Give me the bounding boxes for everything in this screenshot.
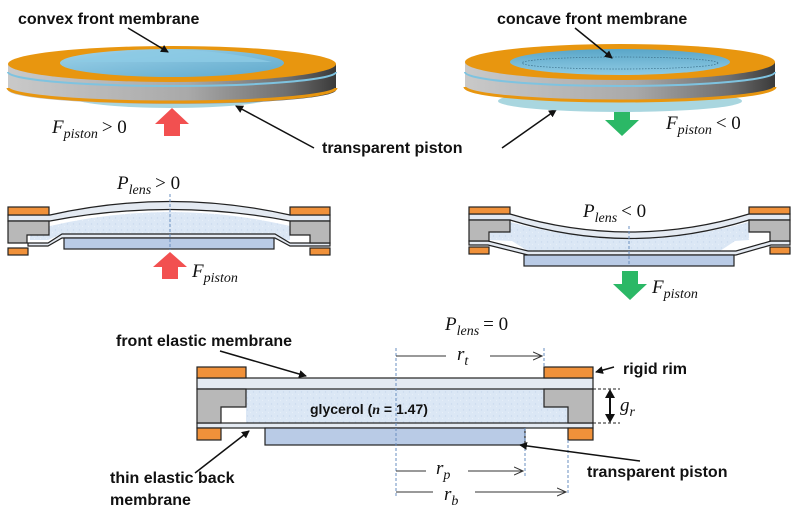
arrow-down-icon [613,271,647,300]
pointer-arrow [595,366,615,374]
dimension-guides [395,348,569,498]
pointer-arrow [235,105,315,149]
rim-top-left [7,206,50,216]
pointer-arrow [501,109,557,149]
svg-text:Plens> 0: Plens> 0 [116,173,180,198]
pointer-arrow [194,430,250,474]
dim-rb-label: rb [444,484,458,509]
transparent-piston-label-bottom: transparent piston [587,464,727,481]
back-membrane-label-line1: thin elastic back [110,470,235,487]
rigid-rim-label: rigid rim [623,361,687,378]
spacer-right [748,219,791,242]
pointer-arrow [127,27,169,53]
back-membrane-label-line2: membrane [110,492,191,509]
rim-top-left [196,366,247,379]
rim-bottom-right [567,427,594,441]
force-label-concave-section: Fpiston [651,277,698,302]
svg-text:Fpiston< 0: Fpiston< 0 [665,113,741,138]
back-membrane [468,240,791,256]
rim-bottom-left [468,246,490,255]
concave-3d-lens [463,44,777,112]
rim-top-right [748,206,791,215]
dim-gr-label: gr [620,395,636,420]
rim-bottom-left [7,247,29,256]
svg-text:Plens< 0: Plens< 0 [582,201,646,226]
rim-top-left [468,206,511,215]
spacer-left [196,388,247,424]
dim-gr [593,388,620,424]
pressure-label-concave: Plens< 0 [582,201,646,226]
arrow-up-icon [155,108,189,136]
spacer-right [289,220,331,244]
rim-bottom-right [309,247,331,256]
back-membrane [27,233,331,247]
rim-top-right [289,206,331,216]
spacer-left [468,219,511,242]
spacer-left [7,220,50,244]
rim-bottom-right [769,246,791,255]
concave-front-membrane-label: concave front membrane [497,11,687,28]
glycerol-label: glycerol (n = 1.47) [310,401,428,418]
pressure-label-convex: Plens> 0 [116,173,180,198]
pressure-label-flat: Plens= 0 [444,314,508,339]
piston [264,427,526,446]
pointer-arrow [574,27,613,59]
svg-text:Fpiston> 0: Fpiston> 0 [51,117,127,142]
pointer-arrow [219,350,307,378]
rim-bottom-left [196,427,222,441]
piston [63,237,275,250]
dim-rt-label: rt [457,344,469,369]
flat-cross-section [196,366,594,446]
back-membrane [196,422,594,429]
front-membrane [196,377,594,390]
piston [523,254,735,267]
transparent-piston-label: transparent piston [322,140,462,157]
convex-cross-section [7,200,331,256]
svg-text:Plens= 0: Plens= 0 [444,314,508,339]
force-label-concave: Fpiston< 0 [665,113,741,138]
force-label-convex-section: Fpiston [191,261,238,286]
arrow-down-icon [605,112,639,136]
glycerol-fluid [246,389,591,423]
svg-text:Fpiston: Fpiston [651,277,698,302]
front-elastic-membrane-label: front elastic membrane [116,333,292,350]
concave-cross-section [468,206,791,267]
concave-membrane-3d [510,49,730,75]
dim-rp-label: rp [436,458,450,483]
convex-front-membrane-label: convex front membrane [18,11,199,28]
arrow-up-icon [153,252,187,279]
pointer-arrow [519,441,641,462]
svg-text:Fpiston: Fpiston [191,261,238,286]
rim-top-right [543,366,594,379]
convex-3d-lens [6,46,338,108]
force-label-convex: Fpiston> 0 [51,117,127,142]
